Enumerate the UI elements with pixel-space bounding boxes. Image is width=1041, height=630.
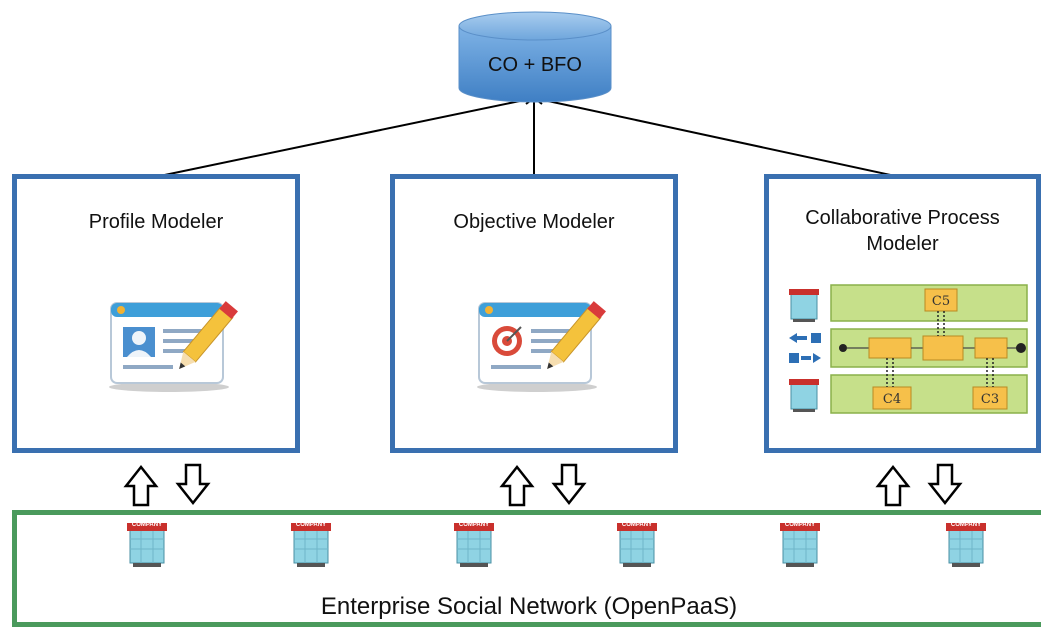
- task-c4-label: C4: [883, 392, 901, 407]
- task-box: [922, 335, 964, 361]
- company-building-icon: [789, 289, 819, 322]
- target-card-pencil-icon: [477, 301, 606, 392]
- company-label: COMPANY: [621, 522, 653, 528]
- down-arrow-icon: [552, 463, 586, 505]
- task-box: [868, 337, 912, 359]
- process-modeler-title: Collaborative Process Modeler: [805, 207, 1000, 255]
- down-arrow-icon: [928, 463, 962, 505]
- company-building-icon: COMPANY: [944, 519, 988, 576]
- up-arrow-icon: [876, 465, 910, 507]
- process-modeler-box: Collaborative Process Modeler: [764, 174, 1041, 453]
- database: CO + BFO: [457, 10, 613, 106]
- database-label: CO + BFO: [488, 54, 582, 76]
- up-arrow-icon: [124, 465, 158, 507]
- objective-modeler-box: Objective Modeler: [390, 174, 678, 453]
- network-label: Enterprise Social Network (OpenPaaS): [320, 593, 738, 620]
- profile-modeler-title: Profile Modeler: [88, 211, 224, 233]
- connector-process-to-db: [533, 97, 901, 178]
- company-label: COMPANY: [784, 522, 816, 528]
- task-box-c3: [972, 386, 1008, 410]
- company-label: COMPANY: [950, 522, 982, 528]
- profile-modeler-box: Profile Modeler: [12, 174, 300, 453]
- enterprise-social-network: COMPANY COMPANY COMPANY COMPANY COMPANY COMPA…: [12, 510, 1041, 627]
- company-building-icon: COMPANY: [125, 519, 169, 576]
- up-arrow-icon: [500, 465, 534, 507]
- task-c5-label: C5: [932, 294, 950, 309]
- task-box: [974, 337, 1008, 359]
- company-building-icon: COMPANY: [452, 519, 496, 576]
- collaborative-process-diagram: C5 C4 C3: [789, 284, 1028, 414]
- task-box-c4: [872, 386, 912, 410]
- company-building-icon: COMPANY: [289, 519, 333, 576]
- task-c3-label: C3: [981, 392, 999, 407]
- database-cylinder-icon: [458, 11, 612, 103]
- connector-profile-to-db: [154, 97, 535, 178]
- objective-modeler-title: Objective Modeler: [453, 211, 615, 233]
- company-label: COMPANY: [131, 522, 163, 528]
- company-building-icon: COMPANY: [778, 519, 822, 576]
- task-box-c5: [924, 288, 958, 312]
- company-building-icon: COMPANY: [615, 519, 659, 576]
- profile-card-pencil-icon: [109, 301, 238, 392]
- company-building-icon: [789, 379, 819, 412]
- company-label: COMPANY: [295, 522, 327, 528]
- company-label: COMPANY: [458, 522, 490, 528]
- bidirectional-exchange-arrows-icon: [789, 333, 821, 363]
- down-arrow-icon: [176, 463, 210, 505]
